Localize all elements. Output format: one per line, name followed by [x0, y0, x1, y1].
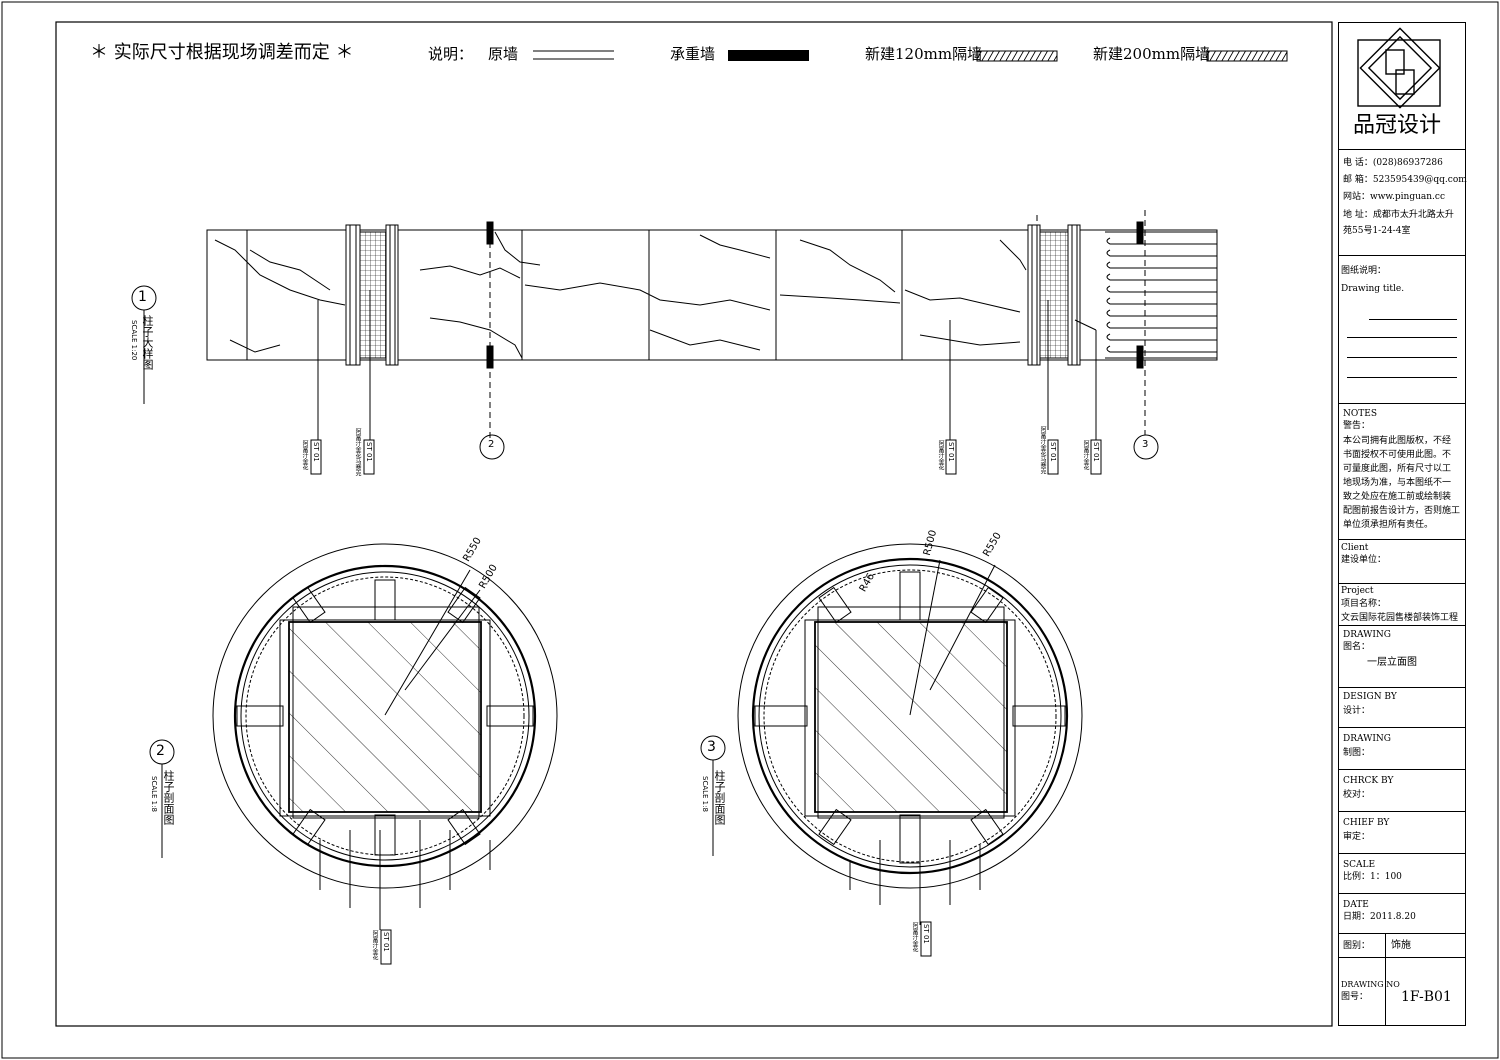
chief-cn: 审定： [1343, 832, 1371, 842]
notes-line-1: 本公司拥有此图版权，不经 [1343, 436, 1452, 446]
notes-en: NOTES [1343, 409, 1377, 419]
company-addr2: 苑55号1-24-4室 [1343, 226, 1411, 236]
type-label: 图别： [1343, 941, 1371, 951]
view2-title: 柱子剖面图 [162, 770, 175, 825]
view1-scale: SCALE 1:20 [130, 320, 138, 361]
callout-st01-e: ST 01 [1092, 442, 1100, 462]
notes-line-2: 书面授权不可使用此图。不 [1343, 450, 1452, 460]
notes-line-7: 单位须承担所有责任。 [1343, 520, 1434, 530]
no-en: DRAWING NO [1341, 980, 1400, 989]
pinguan-logo-icon [1357, 27, 1441, 109]
design-cn: 设计： [1343, 706, 1371, 716]
legend-load-wall: 承重墙 [670, 45, 716, 63]
notes-line-4: 地现场为准，与本图纸不一 [1343, 478, 1452, 488]
type-value: 饰施 [1391, 940, 1411, 951]
company-name: 品冠设计 [1353, 113, 1442, 138]
section-ref-3: 3 [1142, 439, 1149, 450]
chief-en: CHIEF BY [1343, 818, 1390, 828]
client-cn: 建设单位： [1341, 555, 1387, 565]
notes-line-3: 可量度此图，所有尺寸以工 [1343, 464, 1452, 474]
legend-original-wall: 原墙 [488, 45, 519, 63]
column-elevation [206, 210, 1218, 440]
date-cn: 日期：2011.8.20 [1343, 912, 1416, 922]
view2-scale: SCALE 1:8 [150, 776, 158, 812]
company-web: 网站：www.pinguan.cc [1343, 192, 1446, 202]
callout-mat-g: 阿富汗金花 [911, 922, 918, 952]
section-ref-2-circle [479, 434, 505, 460]
drawing-title-en: Drawing title. [1341, 284, 1405, 294]
notes-line-5: 致之处应在施工前或绘制装 [1343, 492, 1452, 502]
view2-number: 2 [156, 743, 165, 759]
drawing-cn: 图名： [1343, 642, 1371, 652]
callout-mat-e: 阿富汗金花 [1082, 440, 1089, 470]
title-block: 品冠设计 电 话：(028)86937286 邮 箱：523595439@qq.… [1338, 22, 1467, 1026]
no-value: 1F-B01 [1401, 989, 1452, 1005]
notes-cn: 警告： [1343, 421, 1371, 431]
callout-st01-d: ST 01 [1049, 442, 1057, 462]
draw-en: DRAWING [1343, 734, 1391, 744]
company-email: 邮 箱：523595439@qq.com [1343, 175, 1467, 185]
callout-mat-a: 阿富汗金花 [301, 440, 308, 470]
date-en: DATE [1343, 900, 1369, 910]
check-cn: 校对： [1343, 790, 1371, 800]
callout-mat-d: 阿富汗金花马赛克 [1039, 426, 1046, 474]
callout-mat-f: 阿富汗金花 [371, 930, 378, 960]
drawing-en: DRAWING [1343, 630, 1391, 640]
draw-cn: 制图： [1343, 748, 1371, 758]
scale-en: SCALE [1343, 860, 1376, 870]
legend-title: 说明： [428, 45, 474, 63]
header-note: ＊ 实际尺寸根据现场调差而定 ＊ [90, 42, 354, 63]
callout-mat-c: 阿富汗金花 [937, 440, 944, 470]
no-cn: 图号： [1341, 992, 1369, 1002]
column-section-left [212, 543, 558, 930]
notes-line-6: 配图前报告设计方，否则施工 [1343, 506, 1461, 516]
legend-new120: 新建120mm隔墙 [865, 45, 983, 63]
callout-st01-c: ST 01 [947, 442, 955, 462]
company-tel: 电 话：(028)86937286 [1343, 158, 1443, 168]
callout-st01-g: ST 01 [922, 924, 930, 944]
check-en: CHRCK BY [1343, 776, 1394, 786]
callout-st01-a: ST 01 [312, 442, 320, 462]
legend-new200: 新建200mm隔墙 [1093, 45, 1211, 63]
client-en: Client [1341, 543, 1369, 553]
legend-swatches [533, 50, 1288, 62]
drawing-title-label: 图纸说明： [1341, 266, 1387, 276]
callout-st01-b: ST 01 [365, 442, 373, 462]
view3-scale: SCALE 1:8 [701, 776, 709, 812]
drawing-border [55, 21, 1333, 1027]
design-en: DESIGN BY [1343, 692, 1397, 702]
project-en: Project [1341, 586, 1374, 596]
callout-st01-f: ST 01 [382, 932, 390, 952]
scale-cn: 比例：1：100 [1343, 872, 1402, 882]
project-name: 文云国际花园售楼部装饰工程 [1341, 613, 1459, 623]
section-ref-2: 2 [488, 439, 495, 450]
drawing-name: 一层立面图 [1367, 657, 1417, 668]
callout-mat-b: 阿富汗金花马赛克 [354, 428, 361, 476]
view1-number: 1 [138, 289, 147, 305]
view1-title: 柱子大样图 [141, 315, 154, 370]
section-ref-3-circle [1133, 434, 1159, 460]
view3-title: 柱子剖面图 [713, 770, 726, 825]
project-cn: 项目名称： [1341, 599, 1387, 609]
column-section-right [737, 543, 1083, 925]
view3-number: 3 [707, 739, 716, 755]
company-addr1: 地 址：成都市太升北路太升 [1343, 210, 1454, 220]
